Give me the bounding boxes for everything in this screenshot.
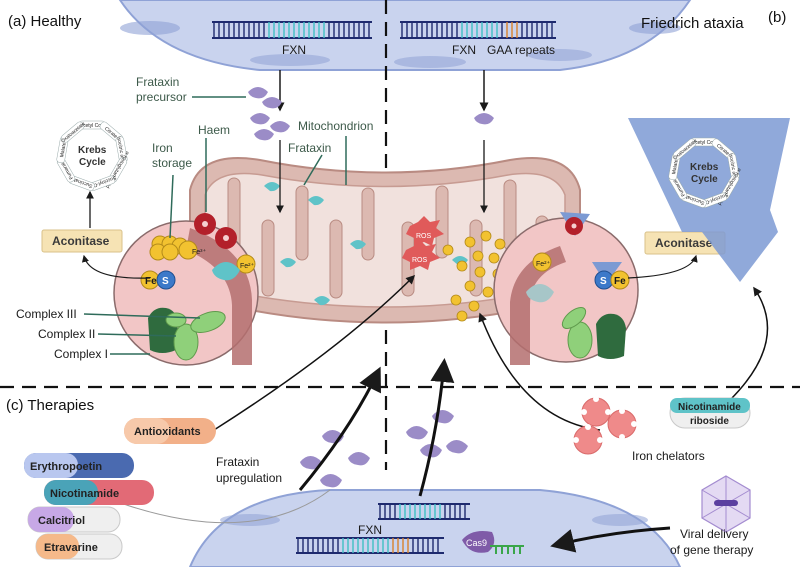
iron-particle <box>468 300 480 312</box>
krebs-step-label: Malate <box>59 142 68 158</box>
erythropoetin-label: Erythropoetin <box>30 461 102 473</box>
nicotinamide-riboside-label-1: Nicotinamide <box>678 402 741 413</box>
frataxin-precursor-group <box>248 87 494 141</box>
dna-healthy <box>212 21 372 39</box>
iron-chelator-molecules <box>573 396 637 455</box>
krebs-step: Malate <box>56 136 69 164</box>
iron-particle <box>464 236 476 248</box>
frataxin-precursor-label-1: Frataxin <box>136 75 179 89</box>
pill-nicotinamide-riboside: Nicotinamide riboside <box>669 397 751 429</box>
fe2-label-right: Fe²⁺ <box>536 260 551 268</box>
krebs-step: Citrate <box>711 138 735 160</box>
panel-healthy-title: (a) Healthy <box>8 13 82 30</box>
fe-s-s-right: S <box>600 276 607 287</box>
krebs-step-label: Isocitric acid <box>115 136 126 164</box>
mitochondrion-label: Mitochondrion <box>298 119 373 133</box>
panel-ataxia-title: Friedrich ataxia <box>641 15 744 32</box>
aconitase-label-right: Aconitase <box>655 236 713 250</box>
nicotinamide-label: Nicotinamide <box>50 488 119 500</box>
haem-groups <box>194 213 237 249</box>
iron-storage-label-1: Iron <box>152 141 173 155</box>
krebs-step-label: Acetyl CoA <box>692 140 717 146</box>
dna-bottom <box>296 503 470 554</box>
frataxin-label: Frataxin <box>288 141 331 155</box>
aconitase-box-left <box>41 229 123 253</box>
zoom-circle-ataxia <box>493 212 639 365</box>
fe3-label: Fe³⁺ <box>192 248 207 256</box>
iron-particle <box>456 260 468 272</box>
iron-particle <box>464 280 476 292</box>
guide-rna <box>490 545 524 554</box>
fe-s-s: S <box>162 276 169 287</box>
calcitriol-label: Calcitriol <box>38 515 85 527</box>
bottom-nucleus <box>188 489 682 567</box>
krebs-step-label: Acetyl CoA <box>80 123 105 129</box>
krebs-title-left-2: Cycle <box>79 157 106 168</box>
aconitase-label-left: Aconitase <box>52 234 110 248</box>
cas9-label: Cas9 <box>466 538 487 548</box>
iron-particle <box>488 252 500 264</box>
antioxidants-label: Antioxidants <box>134 426 201 438</box>
iron-particle <box>482 286 494 298</box>
fxn-label-bottom: FXN <box>358 523 382 537</box>
iron-particle <box>442 244 454 256</box>
krebs-step: Oxaloacetate <box>60 121 87 145</box>
viral-delivery-label-1: Viral delivery <box>680 527 748 541</box>
complex-i-label: Complex I <box>54 347 108 361</box>
pill-nicotinamide: Nicotinamide <box>44 480 154 505</box>
iron-particle <box>472 250 484 262</box>
viral-delivery-label-2: of gene therapy <box>670 543 753 557</box>
krebs-step-label: Malate <box>671 159 680 175</box>
ros-label-1: ROS <box>416 233 432 240</box>
etravarine-label: Etravarine <box>44 542 98 554</box>
top-nucleus <box>118 0 692 71</box>
dna-ataxia <box>400 21 556 39</box>
ros-group <box>402 216 444 270</box>
fe-s-fe: Fe <box>145 276 157 287</box>
viral-vector-icon <box>701 475 751 533</box>
antioxidants-pill: Antioxidants <box>124 418 216 444</box>
zoom-circle-healthy <box>113 213 259 366</box>
pill-erythropoetin: Erythropoetin <box>24 453 134 478</box>
krebs-step: Malate <box>668 153 681 181</box>
iron-chelators-label: Iron chelators <box>632 449 705 463</box>
krebs-title-left-1: Krebs <box>78 145 107 156</box>
panel-therapies-title: (c) Therapies <box>6 397 94 414</box>
complex-iii-label: Complex III <box>16 307 77 321</box>
iron-particle <box>480 230 492 242</box>
krebs-step-label: Oxaloacetate <box>60 121 87 145</box>
ros-label-2: ROS <box>412 257 428 264</box>
cas9-protein <box>462 531 495 553</box>
iron-storage-label-2: storage <box>152 156 192 170</box>
iron-particle <box>494 238 506 250</box>
krebs-title-right-1: Krebs <box>690 162 719 173</box>
krebs-step-label: Isocitric acid <box>727 153 738 181</box>
krebs-step: Citrate <box>99 121 123 143</box>
pill-etravarine: Etravarine <box>35 533 123 560</box>
iron-particle <box>474 266 486 278</box>
panel-ataxia-tag: (b) <box>768 9 786 26</box>
fxn-label-right: FXN <box>452 43 476 57</box>
krebs-title-right-2: Cycle <box>691 174 718 185</box>
fe2-label: Fe²⁺ <box>240 262 255 270</box>
iron-particle <box>456 310 468 322</box>
haem-label: Haem <box>198 123 230 137</box>
nicotinamide-riboside-label-2: riboside <box>690 416 729 427</box>
frataxin-precursor-label-2: precursor <box>136 90 187 104</box>
frataxin-upregulation-label-2: upregulation <box>216 471 282 485</box>
frataxin-upregulated <box>300 410 468 488</box>
fe-s-fe-right: Fe <box>614 276 626 287</box>
gaa-repeats-label: GAA repeats <box>487 43 555 57</box>
complex-ii-label: Complex II <box>38 327 95 341</box>
iron-particle <box>450 294 462 306</box>
frataxin-upregulation-label-1: Frataxin <box>216 455 259 469</box>
pill-calcitriol: Calcitriol <box>27 506 121 533</box>
fxn-label-left: FXN <box>282 43 306 57</box>
